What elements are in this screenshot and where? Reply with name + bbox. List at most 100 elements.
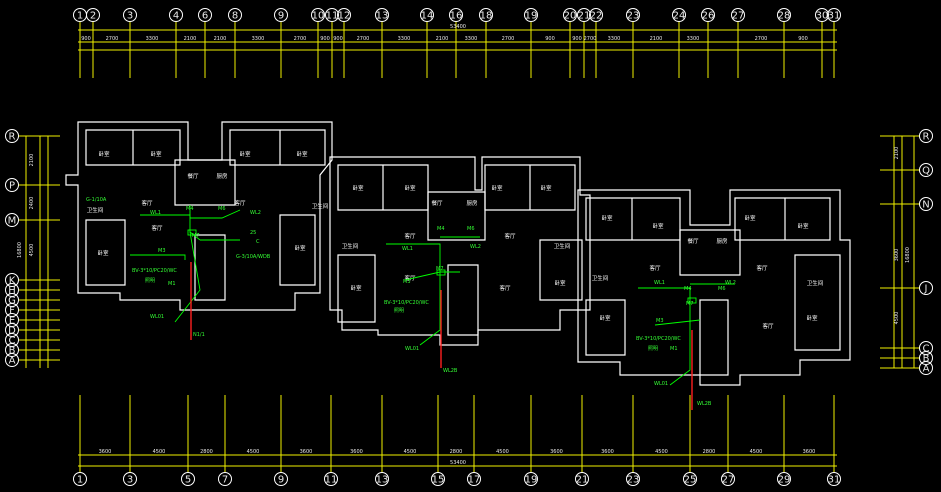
axis-label: F — [9, 306, 15, 317]
room-label: 客厅 — [404, 232, 416, 240]
bottom-dim-value: 2800 — [450, 449, 463, 455]
wiring-label: WL1 — [654, 280, 665, 286]
left-dim-value: 16800 — [17, 242, 23, 258]
top-dim-value: 2700 — [755, 36, 768, 42]
axis-label: 4 — [173, 11, 179, 22]
bottom-dim-value: 4500 — [655, 449, 668, 455]
right-dim-value: 3600 — [894, 249, 900, 262]
bottom-dim-value: 3600 — [350, 449, 363, 455]
axis-label: 18 — [480, 11, 493, 22]
wiring-label: G-3/10A/WDB — [236, 254, 271, 260]
room-label: 卧室 — [296, 150, 308, 158]
left-axis-bubble: M — [5, 213, 19, 227]
room-label: 餐厅 — [187, 172, 199, 180]
top-dim-value: 3300 — [465, 36, 478, 42]
wiring-label: WL2 — [470, 244, 481, 250]
bottom-axis-bubble: 3 — [123, 472, 137, 486]
room-label: 卧室 — [601, 214, 613, 222]
wiring-label: BV-3*10/PC20/WC — [384, 300, 429, 306]
top-dim-value: 900 — [572, 36, 582, 42]
room-label: 卧室 — [744, 214, 756, 222]
right-axis-bubble: C — [919, 341, 933, 355]
top-axis-bubble: 18 — [479, 8, 493, 22]
wiring-label: M3 — [403, 279, 411, 285]
top-axis-bubble: 30 — [815, 8, 829, 22]
right-axis-bubble: J — [919, 281, 933, 295]
room-label: 客厅 — [649, 264, 661, 272]
axis-label: G — [8, 296, 16, 307]
bottom-axis-bubble: 7 — [218, 472, 232, 486]
left-axis-bubble: K — [5, 273, 19, 287]
left-axis-bubble: H — [5, 283, 19, 297]
room-label: 客厅 — [504, 232, 516, 240]
room-label: 客厅 — [141, 199, 153, 207]
wiring-label: M6 — [467, 226, 475, 232]
room-label: 卧室 — [350, 284, 362, 292]
electrical-wiring — [130, 205, 735, 386]
bottom-dim-value: 3600 — [803, 449, 816, 455]
top-axis-bubble: 19 — [524, 8, 538, 22]
wiring-label: WL2 — [725, 280, 736, 286]
bottom-axis-bubble: 25 — [683, 472, 697, 486]
room-label: 客厅 — [756, 264, 768, 272]
top-dim-value: 2700 — [106, 36, 119, 42]
axis-label: B — [9, 346, 16, 357]
bottom-dim-value: 4500 — [496, 449, 509, 455]
axis-label: 6 — [202, 11, 208, 22]
wiring-label: BV-3*10/PC20/WC — [132, 268, 177, 274]
room-label: 卧室 — [97, 249, 109, 257]
axis-label: 14 — [421, 11, 434, 22]
bottom-axis-bubble: 27 — [721, 472, 735, 486]
room-label: 卧室 — [150, 150, 162, 158]
axis-label: A — [9, 356, 16, 367]
left-dim-value: 2400 — [29, 197, 35, 210]
top-axis-bubble: 16 — [449, 8, 463, 22]
axis-label: A — [923, 364, 930, 375]
bottom-dim-value: 4500 — [247, 449, 260, 455]
top-axis-bubble: 1 — [73, 8, 87, 22]
room-label: 卧室 — [491, 184, 503, 192]
bottom-axis-bubble: 11 — [324, 472, 338, 486]
bottom-dim-value: 3600 — [300, 449, 313, 455]
bottom-dim-value: 3600 — [99, 449, 112, 455]
axis-label: 25 — [684, 475, 697, 486]
top-axis-bubble: 2 — [86, 8, 100, 22]
axis-label: 1 — [77, 11, 83, 22]
left-axis-bubble: R — [5, 129, 19, 143]
room-label: 卧室 — [554, 279, 566, 287]
axis-label: 3 — [127, 11, 133, 22]
room-label: 卫生间 — [592, 274, 609, 282]
top-dim-value: 900 — [333, 36, 343, 42]
wiring-label: WL2B — [697, 401, 712, 407]
wiring-label: 照明 — [394, 308, 404, 314]
top-dim-value: 3300 — [252, 36, 265, 42]
room-label: 厨房 — [716, 237, 728, 245]
bottom-axis-bubble: 9 — [274, 472, 288, 486]
top-total-dimension: 53400 — [450, 24, 466, 30]
axis-label: 31 — [828, 475, 841, 486]
top-dim-value: 3300 — [146, 36, 159, 42]
axis-label: H — [8, 286, 16, 297]
top-dim-value: 900 — [798, 36, 808, 42]
wiring-label: M1 — [670, 346, 678, 352]
room-label: 卧室 — [806, 314, 818, 322]
wiring-label: 照明 — [145, 278, 155, 284]
room-label: 卫生间 — [554, 242, 571, 250]
top-axis-bubble: 8 — [228, 8, 242, 22]
top-axis-bubble: 27 — [731, 8, 745, 22]
left-dim-value: 4500 — [29, 244, 35, 257]
bottom-dim-value: 3600 — [550, 449, 563, 455]
room-label: 卫生间 — [312, 202, 329, 210]
top-axis-bubble: 6 — [198, 8, 212, 22]
left-axis-bubble: B — [5, 343, 19, 357]
wiring-label: M3 — [158, 248, 166, 254]
bottom-dim-value: 4500 — [404, 449, 417, 455]
wiring-label: WL1 — [402, 246, 413, 252]
left-dim-value: 2100 — [29, 154, 35, 167]
bottom-dim-value: 4500 — [750, 449, 763, 455]
